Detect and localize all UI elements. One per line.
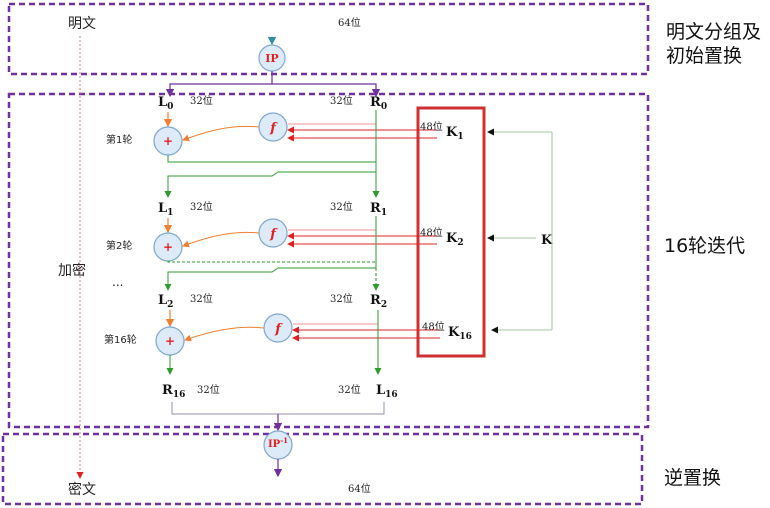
L-bits-label: 32位 xyxy=(190,94,213,107)
initial-section-caption-line2: 初始置换 xyxy=(666,45,742,67)
R-bits-label: 32位 xyxy=(330,200,353,213)
plaintext-label: 明文 xyxy=(68,16,96,32)
top-64-bit-label: 64位 xyxy=(338,16,361,29)
rounds-frame xyxy=(7,92,650,429)
K-label: K16 xyxy=(448,325,472,342)
xor-to-next-R xyxy=(167,155,380,198)
encrypt-label: 加密 xyxy=(58,262,86,279)
ip-label: IP xyxy=(265,52,278,65)
round-2: L1 R1 32位 32位 第2轮 + f 48位 K2 xyxy=(106,200,464,291)
final-right-label: L16 xyxy=(376,383,398,400)
xor-symbol: + xyxy=(165,334,175,348)
R-label: R2 xyxy=(370,293,387,310)
final-permutation-frame xyxy=(1,432,644,506)
round-label: 第2轮 xyxy=(106,239,132,252)
final-right-bits: 32位 xyxy=(338,383,361,396)
bottom-64-bit-label: 64位 xyxy=(348,482,371,495)
f-to-xor-arrow xyxy=(182,125,260,142)
xor-symbol: + xyxy=(163,240,173,254)
R-bits-label: 32位 xyxy=(330,94,353,107)
R-to-next-L xyxy=(164,171,376,198)
L-bits-label: 32位 xyxy=(190,200,213,213)
final-left-bits: 32位 xyxy=(197,383,220,396)
key-bits-label: 48位 xyxy=(422,320,445,333)
round-1: L0 R0 32位 32位 第1轮 + f 48位 K1 xyxy=(106,94,464,198)
f-symbol: f xyxy=(274,322,283,337)
rounds-section-caption: 16轮迭代 xyxy=(664,235,745,257)
L-label: L2 xyxy=(158,293,173,310)
K-label: K2 xyxy=(446,231,464,248)
ellipsis-label: ... xyxy=(112,275,123,289)
ciphertext-label: 密文 xyxy=(68,481,96,498)
round-label: 第16轮 xyxy=(104,333,137,346)
master-key-label: K xyxy=(541,233,553,248)
L-bits-label: 32位 xyxy=(190,292,213,305)
L-label: L0 xyxy=(158,95,173,112)
ip-to-R0-line xyxy=(272,83,381,98)
R-to-next-L xyxy=(164,267,376,291)
f-symbol: f xyxy=(269,227,278,242)
key-bits-label: 48位 xyxy=(420,226,443,239)
initial-section-caption-line1: 明文分组及 xyxy=(666,21,761,43)
R-bits-label: 32位 xyxy=(330,292,353,305)
f-symbol: f xyxy=(269,121,278,136)
f-to-xor-arrow xyxy=(184,326,265,342)
xor-symbol: + xyxy=(163,134,173,148)
ip-to-L0-line xyxy=(165,71,273,98)
L-label: L1 xyxy=(158,201,173,218)
R-label: R1 xyxy=(370,201,387,218)
initial-permutation-frame xyxy=(7,2,650,76)
key-bits-label: 48位 xyxy=(420,120,443,133)
round-16: L2 R2 32位 32位 第16轮 + f 48位 K16 xyxy=(104,292,472,375)
f-to-xor-arrow xyxy=(182,231,260,248)
round-label: 第1轮 xyxy=(106,133,132,146)
final-section-caption: 逆置换 xyxy=(664,467,721,489)
merge-line xyxy=(171,402,385,415)
subkey-box xyxy=(416,106,486,358)
xor-to-next-R xyxy=(167,261,380,291)
K-label: K1 xyxy=(446,125,464,142)
ip-inverse-label: IP-1 xyxy=(268,436,288,450)
R-label: R0 xyxy=(370,95,387,112)
final-left-label: R16 xyxy=(162,383,185,400)
